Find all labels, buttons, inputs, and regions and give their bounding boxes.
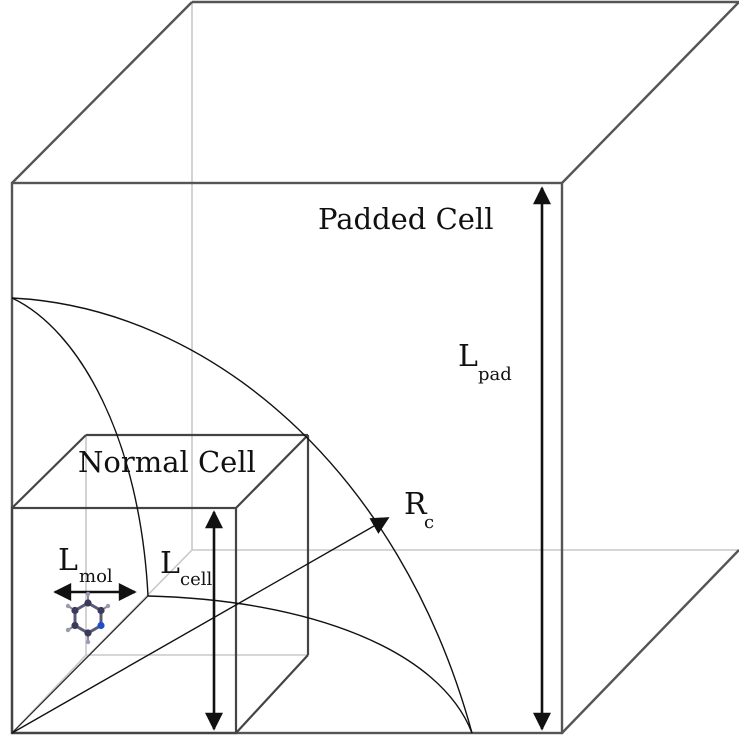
lmol-label: L mol: [58, 543, 113, 587]
cutoff-sphere-arcs: [11, 297, 473, 734]
normal-cell-label: Normal Cell: [78, 445, 256, 479]
sphere-arc-side: [11, 297, 149, 597]
pyridine-molecule-icon: [65, 591, 111, 645]
svg-text:R: R: [404, 487, 428, 522]
rc-label: R c: [404, 487, 434, 533]
svg-text:mol: mol: [79, 566, 113, 587]
svg-text:L: L: [458, 339, 478, 374]
svg-text:c: c: [424, 512, 434, 533]
svg-text:pad: pad: [478, 364, 512, 385]
rc-arrow: [11, 517, 390, 734]
svg-text:L: L: [58, 543, 78, 578]
svg-text:L: L: [160, 546, 180, 581]
sphere-arc-floor: [147, 595, 473, 734]
lcell-label: L cell: [160, 546, 212, 590]
padded-cell-edges: [10, 0, 739, 735]
padded-cell-label: Padded Cell: [318, 202, 493, 236]
lpad-label: L pad: [458, 339, 512, 385]
sphere-arc-front: [11, 297, 473, 734]
floor-diagonals: [11, 595, 149, 734]
svg-text:cell: cell: [180, 569, 212, 590]
